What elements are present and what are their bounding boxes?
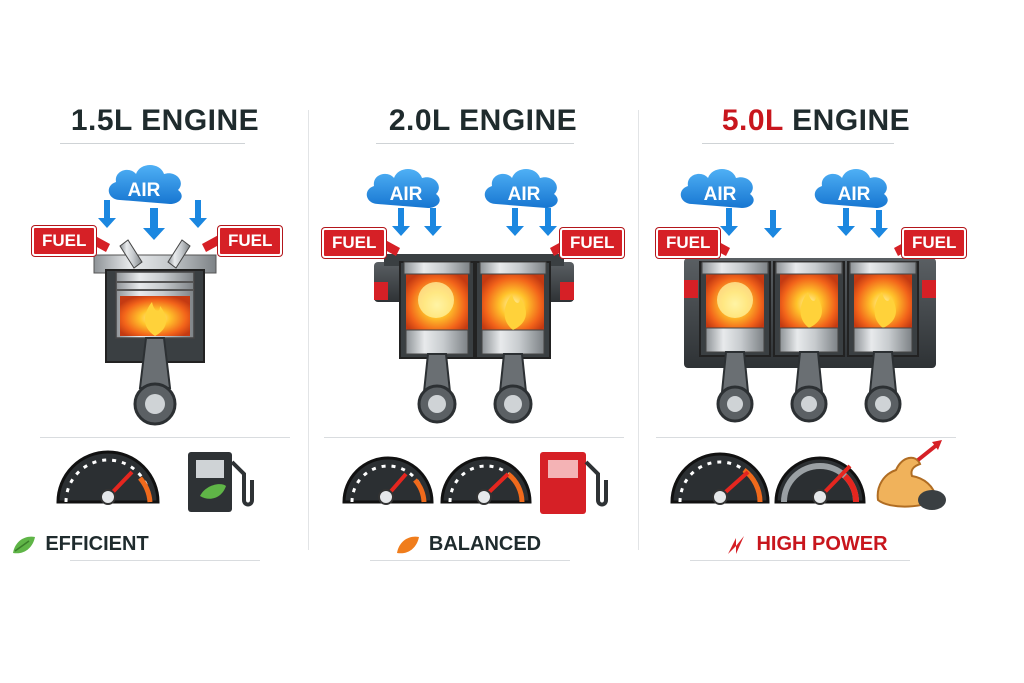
three-cylinder-block: [684, 258, 936, 423]
fuel-label: FUEL: [902, 228, 967, 258]
verdict-underline: [370, 560, 570, 561]
speedometer-icon: [670, 452, 770, 505]
engine-word: ENGINE: [792, 104, 911, 137]
verdict-panel-3: HIGH POWER: [651, 0, 981, 683]
verdict-underline: [690, 560, 910, 561]
fuel-label: FUEL: [656, 228, 721, 258]
air-cloud-icon: [366, 169, 440, 208]
panel-title: 5.0L ENGINE: [651, 104, 981, 138]
air-cloud-icon: [108, 165, 182, 204]
fuel-pump-icon: [188, 452, 254, 512]
air-cloud-icon: [814, 169, 888, 208]
panel-1-5l: 1.5L ENGINE: [0, 0, 330, 683]
speedometer-icon: [342, 456, 434, 505]
verdict-label: EFFICIENT: [0, 533, 160, 556]
flexed-arm-icon: [876, 440, 946, 510]
panel-2-0l: 2.0L ENGINE: [318, 0, 648, 683]
lightning-icon: [728, 535, 745, 554]
panel-title: 2.0L ENGINE: [318, 104, 648, 138]
verdict-label: BALANCED: [318, 533, 618, 556]
title-underline: [702, 143, 894, 144]
air-label: AIR: [837, 184, 871, 205]
section-divider: [324, 437, 624, 438]
engine-size: 1.5L: [70, 104, 133, 137]
air-label: AIR: [127, 180, 161, 201]
engine-word: ENGINE: [141, 104, 260, 137]
title-underline: [376, 143, 574, 144]
panel-divider: [308, 110, 309, 550]
air-arrows: [720, 208, 888, 238]
verdict-panel-2: BALANCED: [318, 0, 648, 683]
title-underline: [60, 143, 245, 144]
air-label: AIR: [507, 184, 541, 205]
two-cylinder-block: [374, 254, 574, 424]
panel-title: 1.5L ENGINE: [0, 104, 330, 138]
verdict-panel-1: EFFICIENT: [0, 0, 330, 683]
air-arrows: [98, 200, 207, 240]
verdict-label: HIGH POWER: [651, 533, 961, 556]
fuel-label: FUEL: [218, 226, 283, 256]
panel-divider: [638, 110, 639, 550]
engine-word: ENGINE: [459, 104, 578, 137]
section-divider: [656, 437, 956, 438]
fuel-label: FUEL: [32, 226, 97, 256]
fuel-pump-icon: [540, 452, 608, 514]
air-label: AIR: [389, 184, 423, 205]
leaf-icon: [13, 536, 36, 554]
engine-size: 2.0L: [388, 104, 451, 137]
air-label: AIR: [703, 184, 737, 205]
single-cylinder: [93, 239, 217, 426]
verdict-underline: [70, 560, 260, 561]
engine-size: 5.0L: [721, 104, 784, 137]
speedometer-icon: [56, 450, 160, 505]
section-divider: [40, 437, 290, 438]
fuel-label: FUEL: [322, 228, 387, 258]
air-cloud-icon: [680, 169, 754, 208]
air-cloud-icon: [484, 169, 558, 208]
speedometer-icon: [440, 456, 532, 505]
fuel-label: FUEL: [560, 228, 625, 258]
flame-leaf-icon: [396, 536, 419, 554]
air-arrows: [392, 208, 557, 236]
tachometer-icon: [774, 456, 866, 505]
panel-5-0l: 5.0L ENGINE: [651, 0, 981, 683]
